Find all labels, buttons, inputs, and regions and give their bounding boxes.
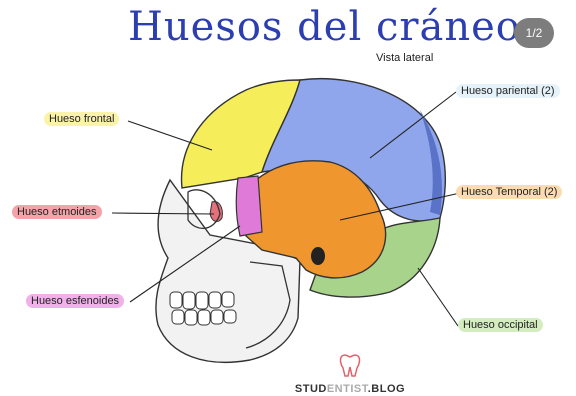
teeth	[169, 291, 237, 326]
studentist-logo: STUDENTIST.BLOG	[292, 352, 408, 395]
brand-text: STUDENTIST.BLOG	[294, 383, 406, 395]
page-subtitle: Vista lateral	[376, 52, 434, 64]
parietal-shade	[420, 110, 442, 215]
leader-occipital	[417, 267, 459, 327]
leader-temporal	[339, 192, 461, 221]
leader-esfenoides	[129, 225, 241, 303]
sphenoid-bone	[235, 175, 263, 237]
label-frontal: Hueso frontal	[44, 112, 120, 126]
label-temporal: Hueso Temporal (2)	[456, 185, 563, 199]
page-indicator-badge[interactable]: 1/2	[514, 18, 554, 48]
parietal-bone	[261, 78, 446, 222]
ethmoid-bone	[209, 201, 223, 222]
temporal-bone	[245, 160, 387, 279]
tooth-icon	[339, 354, 361, 377]
ear-canal	[311, 247, 325, 265]
leader-etmoides	[111, 212, 215, 215]
leader-parietal	[369, 91, 457, 159]
leader-frontal	[127, 120, 213, 151]
page-title: Huesos del cráneo	[128, 4, 521, 50]
mandible-ramus	[245, 261, 291, 349]
label-etmoides: Hueso etmoides	[12, 205, 102, 219]
label-esfenoides: Hueso esfenoides	[26, 294, 125, 308]
label-occipital: Hueso occipital	[458, 318, 543, 332]
label-parietal: Hueso pariental (2)	[456, 84, 560, 98]
eye-socket	[187, 189, 221, 229]
